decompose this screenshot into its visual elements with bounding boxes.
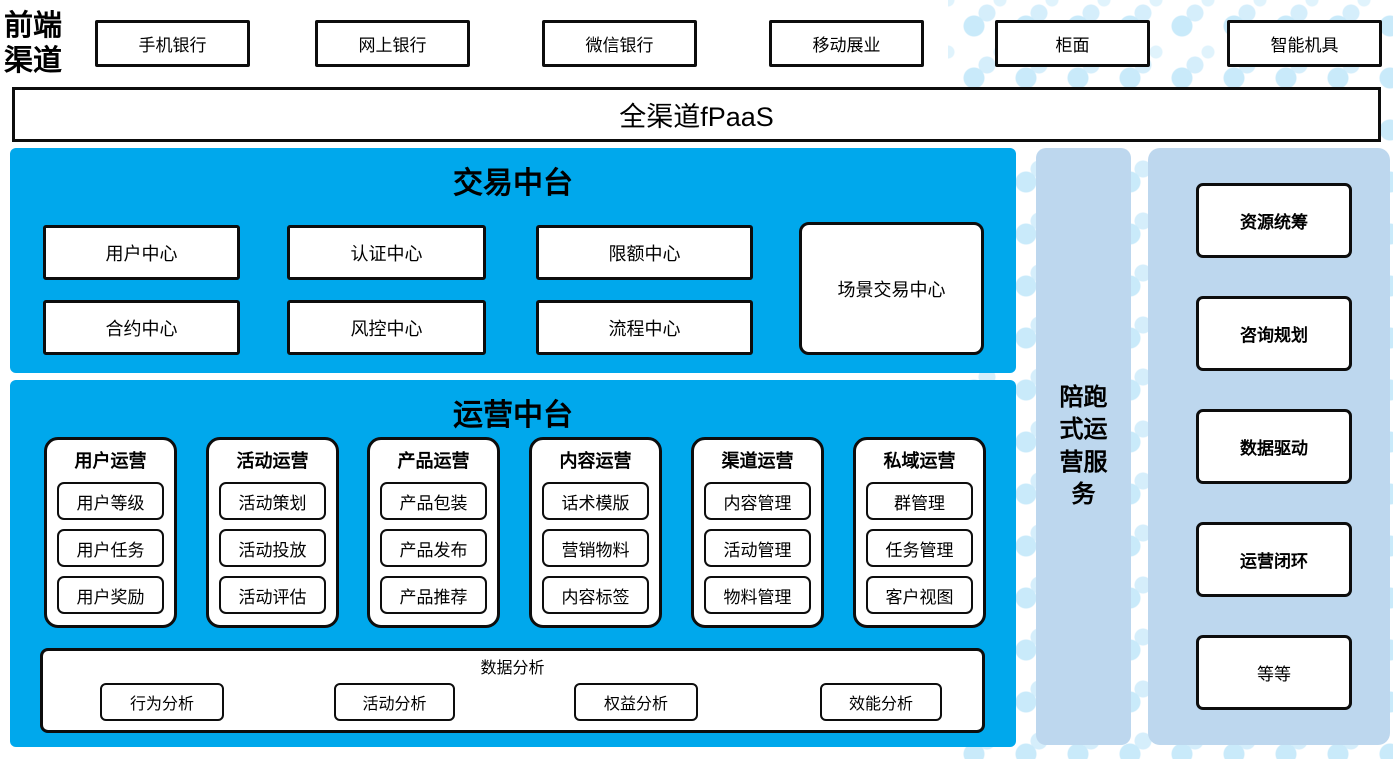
operation-platform-section: 运营中台 用户运营 用户等级 用户任务 用户奖励 活动运营 活动策划 活动投放 … [10,380,1016,747]
opcol-title: 用户运营 [74,451,147,471]
service-box-etc: 等等 [1196,635,1352,710]
analysis-box-rights: 权益分析 [574,683,698,721]
service-box-resource: 资源统筹 [1196,183,1352,258]
op-item: 产品发布 [380,529,487,567]
service-box-consulting: 咨询规划 [1196,296,1352,371]
data-analysis-container: 数据分析 行为分析 活动分析 权益分析 效能分析 [40,648,985,733]
op-item: 客户视图 [866,576,973,614]
opcol-channel-operation: 渠道运营 内容管理 活动管理 物料管理 [691,437,824,628]
operation-platform-title: 运营中台 [453,398,573,433]
analysis-box-behavior: 行为分析 [100,683,224,721]
op-item: 产品包装 [380,482,487,520]
op-item: 活动管理 [704,529,811,567]
op-item: 物料管理 [704,576,811,614]
channel-box-smart-devices: 智能机具 [1227,20,1382,67]
service-panel: 资源统筹 咨询规划 数据驱动 运营闭环 等等 [1148,148,1390,745]
service-box-closed-loop: 运营闭环 [1196,522,1352,597]
center-box-scenario-transaction: 场景交易中心 [799,222,984,355]
center-box-contract: 合约中心 [43,300,240,355]
op-item: 话术模版 [542,482,649,520]
accompany-service-label: 陪跑式运营服务 [1059,383,1108,508]
service-box-data-driven: 数据驱动 [1196,409,1352,484]
fpaas-bar: 全渠道fPaaS [12,87,1381,142]
center-box-auth: 认证中心 [287,225,486,280]
data-analysis-title: 数据分析 [480,660,545,677]
opcol-title: 内容运营 [559,451,632,471]
center-box-process: 流程中心 [536,300,753,355]
opcol-private-domain-operation: 私域运营 群管理 任务管理 客户视图 [853,437,986,628]
opcol-title: 私域运营 [883,451,956,471]
op-item: 用户奖励 [57,576,164,614]
channel-box-mobile-banking: 手机银行 [95,20,250,67]
op-item: 内容管理 [704,482,811,520]
transaction-platform-title: 交易中台 [453,166,573,201]
op-item: 活动评估 [219,576,326,614]
channel-box-wechat-banking: 微信银行 [542,20,697,67]
center-box-limit: 限额中心 [536,225,753,280]
opcol-title: 活动运营 [236,451,309,471]
op-item: 活动策划 [219,482,326,520]
op-item: 用户等级 [57,482,164,520]
opcol-content-operation: 内容运营 话术模版 营销物料 内容标签 [529,437,662,628]
op-item: 产品推荐 [380,576,487,614]
op-item: 活动投放 [219,529,326,567]
analysis-box-activity: 活动分析 [334,683,455,721]
op-item: 用户任务 [57,529,164,567]
opcol-product-operation: 产品运营 产品包装 产品发布 产品推荐 [367,437,500,628]
op-item: 内容标签 [542,576,649,614]
center-box-user: 用户中心 [43,225,240,280]
op-item: 任务管理 [866,529,973,567]
channel-box-online-banking: 网上银行 [315,20,470,67]
opcol-activity-operation: 活动运营 活动策划 活动投放 活动评估 [206,437,339,628]
op-item: 群管理 [866,482,973,520]
accompany-service-bar: 陪跑式运营服务 [1036,148,1131,745]
center-box-risk: 风控中心 [287,300,486,355]
opcol-user-operation: 用户运营 用户等级 用户任务 用户奖励 [44,437,177,628]
front-channels-label: 前端渠道 [4,8,63,77]
op-item: 营销物料 [542,529,649,567]
opcol-title: 渠道运营 [721,451,794,471]
analysis-box-efficiency: 效能分析 [820,683,942,721]
transaction-platform-section: 交易中台 用户中心 认证中心 限额中心 合约中心 风控中心 流程中心 场景交易中… [10,148,1016,373]
opcol-title: 产品运营 [397,451,470,471]
channel-box-counter: 柜面 [995,20,1150,67]
channel-box-mobile-sales: 移动展业 [769,20,924,67]
